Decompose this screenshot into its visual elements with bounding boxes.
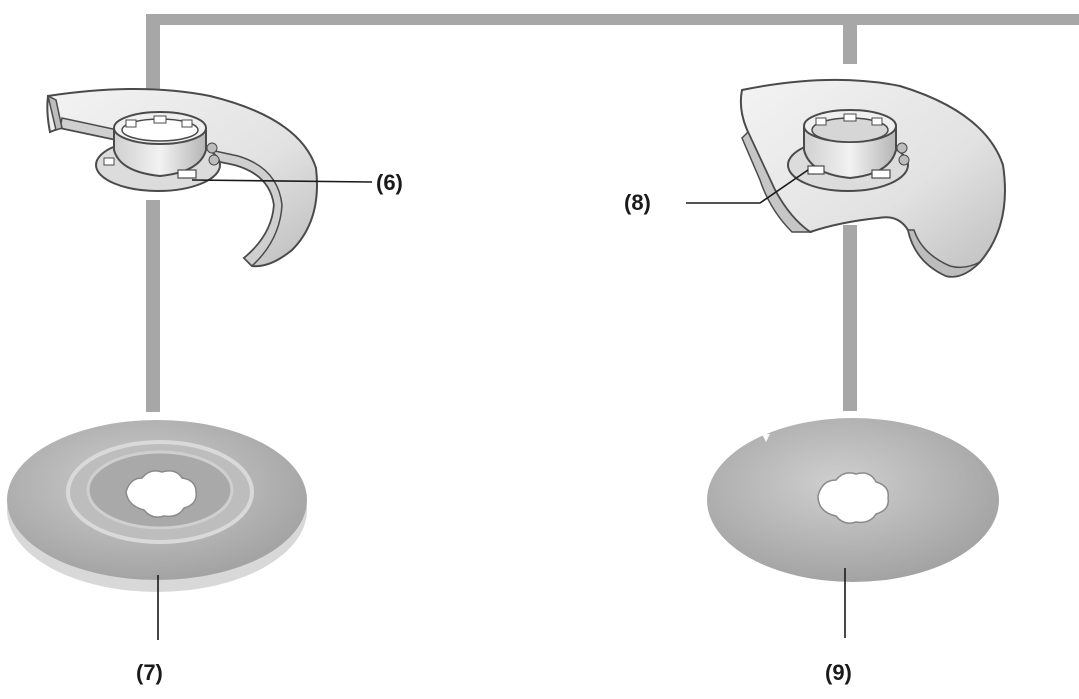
callout-label-9: (9): [825, 660, 852, 685]
callout-label-8: (8): [624, 190, 651, 215]
callout-label-7: (7): [136, 660, 163, 685]
leader-line-6: [192, 180, 372, 182]
wheel-guard-left: [47, 89, 317, 266]
callout-label-6: (6): [376, 170, 403, 195]
backing-disc-left: [7, 420, 307, 592]
thin-disc-right: [707, 418, 999, 582]
wheel-guard-right: [741, 80, 1005, 277]
